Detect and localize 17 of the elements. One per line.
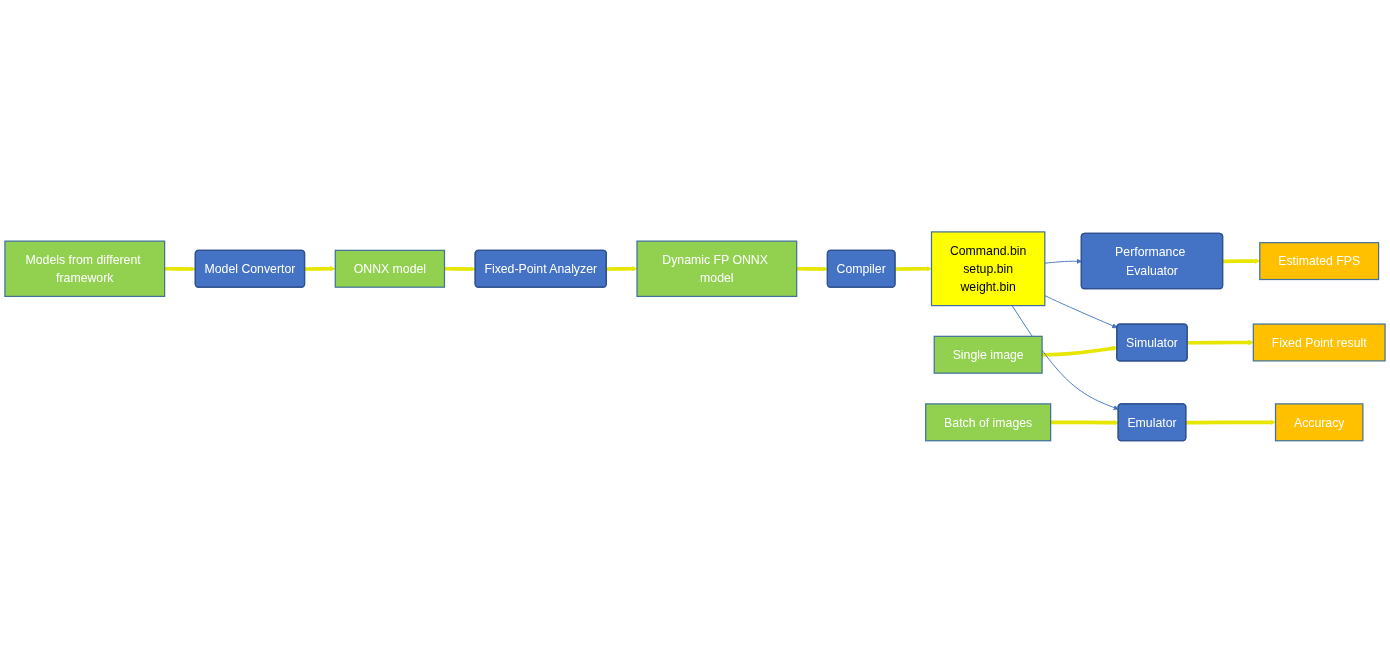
arrow bbox=[444, 265, 476, 272]
arrow bbox=[1187, 339, 1254, 345]
node-box: Fixed Point result bbox=[1252, 323, 1386, 362]
node-box: Models from different framework bbox=[4, 240, 166, 297]
node-box: Batch of images bbox=[925, 402, 1052, 442]
arrow bbox=[895, 265, 932, 272]
node-box: Command.bin setup.bin weight.bin bbox=[930, 230, 1046, 306]
arrow bbox=[796, 265, 828, 272]
arrow bbox=[164, 265, 196, 272]
arrow bbox=[1186, 419, 1276, 425]
node-box: Estimated FPS bbox=[1259, 241, 1380, 280]
node-box: Dynamic FP ONNX model bbox=[636, 240, 798, 297]
node-box: Single image bbox=[933, 335, 1043, 374]
node-box: Accuracy bbox=[1274, 402, 1364, 442]
node-box: ONNX model bbox=[334, 249, 446, 288]
arrow bbox=[1050, 419, 1119, 425]
arrow bbox=[304, 265, 336, 272]
